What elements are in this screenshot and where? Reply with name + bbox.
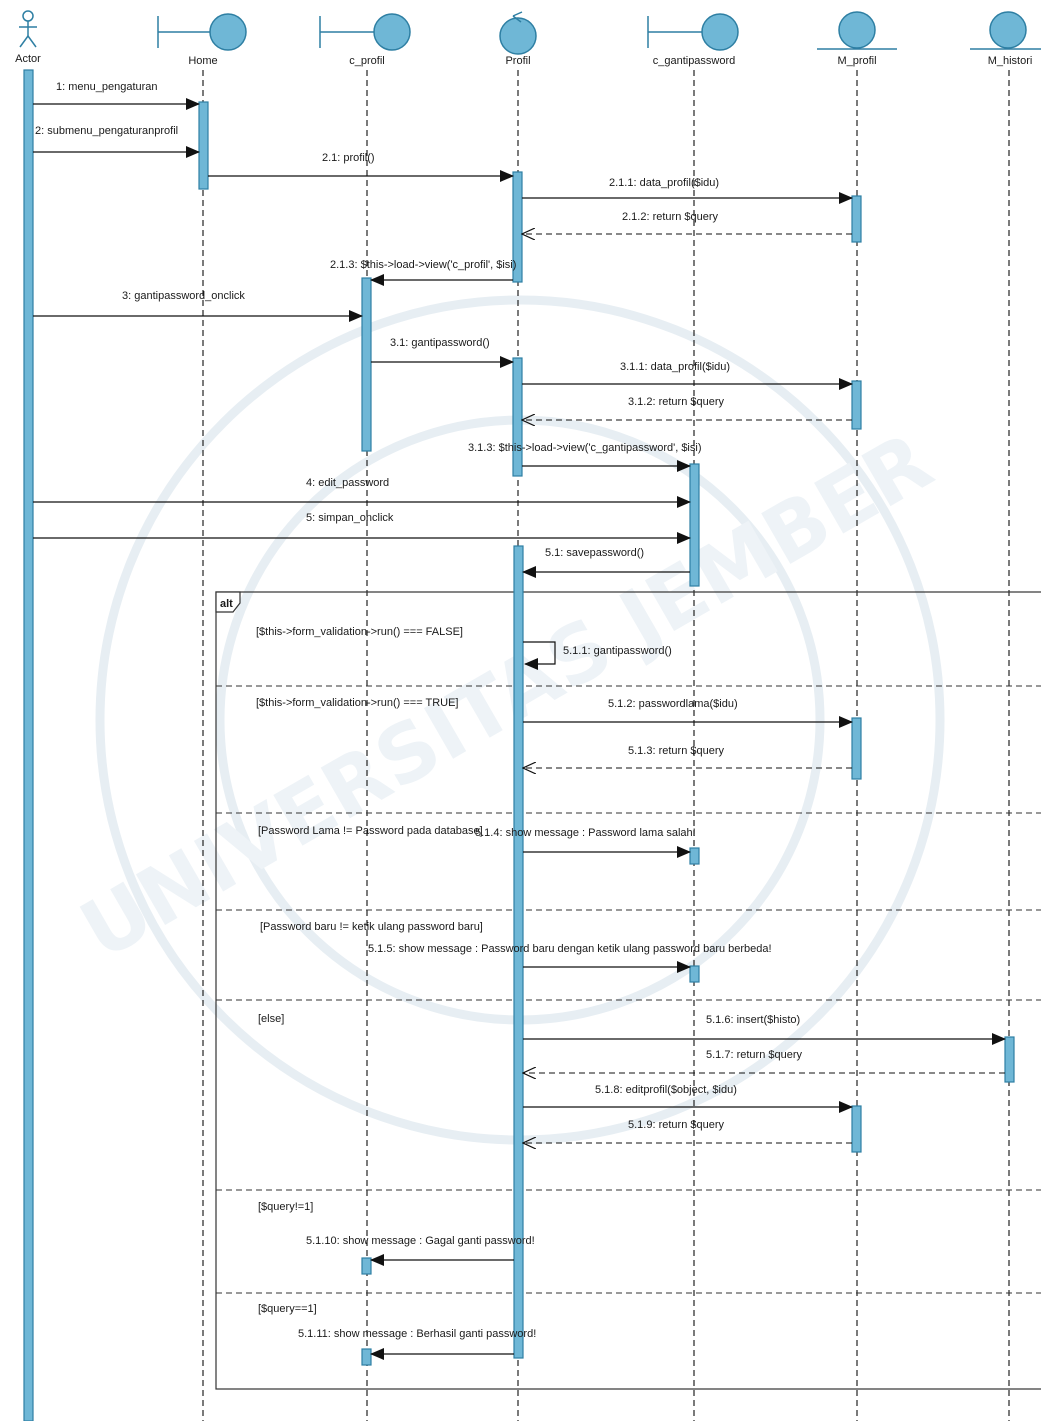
self-message-arrow — [523, 641, 556, 670]
message-label: 2.1.3: $this->load->view('c_profil', $is… — [330, 259, 516, 271]
lifeline-label-c-gantipassword: c_gantipassword — [653, 55, 736, 67]
lifeline-label-m-histori: M_histori — [988, 55, 1033, 67]
guard-condition: [Password baru != ketik ulang password b… — [260, 921, 483, 933]
activation-c-gantipassword — [689, 847, 700, 865]
activation-actor — [23, 69, 34, 1421]
actor-head: Actor — [15, 10, 41, 65]
message-label: 5.1.2: passwordlama($idu) — [608, 698, 738, 710]
message-label: 5.1.5: show message : Password baru deng… — [368, 943, 772, 955]
activation-c-profil — [361, 277, 372, 452]
message-label: 3.1.2: return $query — [628, 396, 725, 408]
message-label: 3.1: gantipassword() — [390, 337, 490, 349]
m-profil-head: M_profil — [817, 11, 897, 67]
activation-m-profil — [851, 1105, 862, 1153]
alt-frame — [215, 591, 1041, 1390]
message-label: 2: submenu_pengaturanprofil — [35, 125, 178, 137]
alt-fragment: alt [$this->form_validation->run() === F… — [215, 591, 1041, 1390]
c-profil-head: c_profil — [319, 13, 411, 67]
message-label: 5.1.9: return $query — [628, 1119, 725, 1131]
message-label: 5.1: savepassword() — [545, 547, 644, 559]
activation-c-profil — [361, 1348, 372, 1366]
message-label: 5.1.7: return $query — [706, 1049, 803, 1061]
activation-profil — [512, 171, 523, 283]
message-label: 2.1: profil() — [322, 152, 375, 164]
lifeline-label-profil: Profil — [505, 55, 530, 67]
activations — [198, 101, 1015, 1366]
alt-tag — [215, 591, 241, 613]
message-label: 3.1.1: data_profil($idu) — [620, 361, 730, 373]
message-label: 5.1.6: insert($histo) — [706, 1014, 800, 1026]
guard-condition: [Password Lama != Password pada database… — [258, 825, 483, 837]
m-histori-head: M_histori — [970, 11, 1041, 67]
message-label: 2.1.2: return $query — [622, 211, 719, 223]
message-label: 5.1.4: show message : Password lama sala… — [475, 827, 696, 839]
guard-condition: [$query!=1] — [258, 1201, 313, 1213]
activation-m-histori — [1004, 1036, 1015, 1083]
lifeline-heads: Actor Home c_profil Profil c_gantipassw — [15, 10, 1041, 67]
messages: 1: menu_pengaturan 2: submenu_pengaturan… — [33, 81, 1006, 1360]
message-label: 5: simpan_onclick — [306, 512, 394, 524]
lifeline-label-c-profil: c_profil — [349, 55, 384, 67]
watermark: UNIVERSITAS JEMBER — [65, 295, 947, 1145]
message-label: 3.1.3: $this->load->view('c_gantipasswor… — [468, 442, 701, 454]
activation-m-profil — [851, 195, 862, 243]
guard-condition: [$this->form_validation->run() === FALSE… — [256, 626, 463, 638]
lifeline-label-actor: Actor — [15, 53, 41, 65]
guard-condition: [else] — [258, 1013, 284, 1025]
message-label: 1: menu_pengaturan — [56, 81, 158, 93]
message-label: 2.1.1: data_profil($idu) — [609, 177, 719, 189]
lifelines — [202, 70, 1010, 1421]
activation-profil — [513, 545, 524, 1359]
guard-condition: [$this->form_validation->run() === TRUE] — [256, 697, 458, 709]
lifeline-label-home: Home — [188, 55, 217, 67]
home-head: Home — [157, 13, 247, 67]
guard-condition: [$query==1] — [258, 1303, 317, 1315]
message-label: 4: edit_password — [306, 477, 389, 489]
message-label: 5.1.11: show message : Berhasil ganti pa… — [298, 1328, 536, 1340]
alt-operator: alt — [220, 598, 233, 610]
message-label: 5.1.1: gantipassword() — [563, 645, 672, 657]
activation-c-profil — [361, 1257, 372, 1275]
message-label: 5.1.8: editprofil($object, $idu) — [595, 1084, 737, 1096]
message-label: 5.1.3: return $query — [628, 745, 725, 757]
c-gantipassword-head: c_gantipassword — [647, 13, 739, 67]
message-label: 3: gantipassword_onclick — [122, 290, 245, 302]
activation-c-gantipassword — [689, 965, 700, 983]
activation-m-profil — [851, 380, 862, 430]
profil-head: Profil — [499, 11, 537, 67]
activation-c-gantipassword — [689, 463, 700, 587]
activation-home — [198, 101, 209, 190]
activation-profil — [512, 357, 523, 477]
lifeline-label-m-profil: M_profil — [837, 55, 876, 67]
activation-m-profil — [851, 717, 862, 780]
message-label: 5.1.10: show message : Gagal ganti passw… — [306, 1235, 535, 1247]
